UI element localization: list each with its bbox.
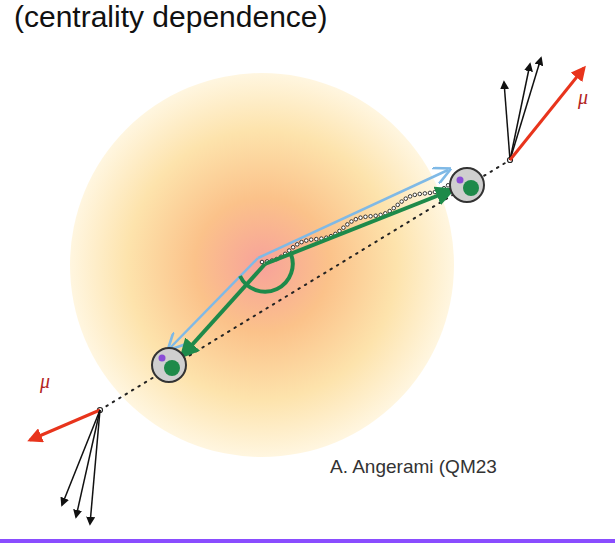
gluon-dot	[295, 243, 299, 247]
citation: A. Angerami (QM23	[330, 456, 497, 478]
gluon-dot	[314, 237, 318, 241]
gluon-dot	[442, 186, 446, 190]
quarkonium	[152, 348, 186, 382]
muon-label: μ	[40, 370, 50, 393]
gluon-dot	[400, 200, 404, 204]
slide-heading: (centrality dependence)	[14, 0, 328, 34]
footer-bar	[0, 539, 615, 543]
blue-arrow	[170, 258, 258, 348]
decay-arrow	[62, 410, 100, 505]
gluon-dot	[369, 214, 373, 218]
green-arrow	[182, 264, 265, 356]
gluon-dot	[309, 238, 313, 242]
blue-arrow	[258, 170, 448, 258]
muon-label: μ	[578, 86, 588, 109]
green-arrow	[265, 190, 452, 264]
decay-arrow	[504, 82, 510, 160]
gluon-path	[260, 180, 454, 264]
gluon-dot	[359, 216, 363, 220]
medium-blob	[70, 73, 454, 457]
gluon-dot	[396, 203, 400, 207]
gluon-dot	[291, 245, 295, 249]
gluon-dot	[428, 191, 432, 195]
muon-arrow	[510, 68, 584, 160]
quarkonium	[450, 168, 484, 202]
decay-arrow	[510, 58, 541, 160]
gluon-dot	[408, 195, 412, 199]
gluon-dot	[433, 190, 437, 194]
gluon-dot	[364, 215, 368, 219]
gluon-dot	[392, 206, 396, 210]
gluon-dot	[418, 192, 422, 196]
gluon-dot	[413, 193, 417, 197]
beam-axis	[100, 160, 510, 410]
decay-arrow	[76, 410, 100, 517]
gluon-dot	[304, 239, 308, 243]
gluon-dot	[300, 240, 304, 244]
gluon-dot	[374, 214, 378, 218]
gluon-dot	[423, 192, 427, 196]
gluon-dot	[404, 197, 408, 201]
gluon-dot	[346, 223, 350, 227]
gluon-dot	[438, 189, 442, 193]
gluon-dot	[350, 220, 354, 224]
gluon-dot	[354, 217, 358, 221]
gluon-dot	[342, 226, 346, 230]
decay-arrow	[90, 410, 100, 524]
angle-arc	[240, 252, 293, 292]
